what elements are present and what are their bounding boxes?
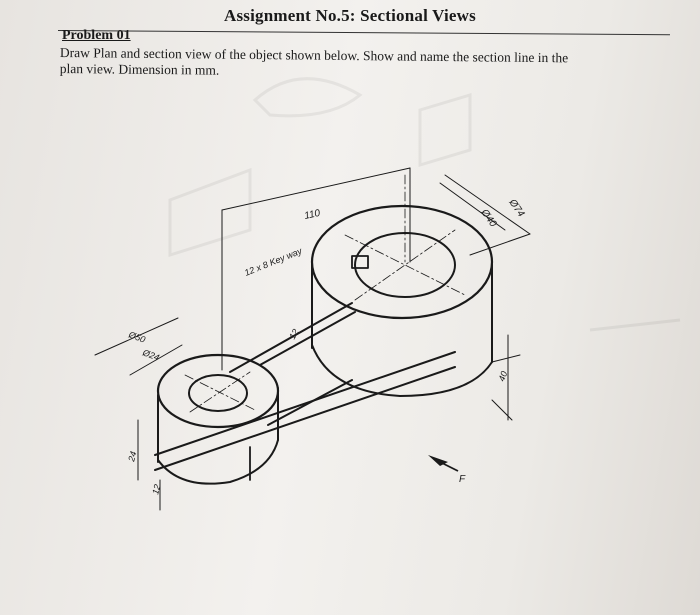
dim-keyway: 12 x 8 Key way (243, 246, 304, 278)
dim-outer-small: Ø50 (126, 329, 146, 345)
problem-label: Problem 01 (62, 28, 131, 43)
dim-inner-small: Ø24 (140, 347, 160, 363)
small-boss-top (156, 353, 280, 429)
dim-height-large: 40 (496, 370, 509, 383)
center-lines (184, 174, 466, 413)
small-boss-bore (188, 374, 248, 412)
assignment-title: Assignment No.5: Sectional Views (224, 6, 476, 25)
base-plate-front-edge (154, 366, 456, 471)
large-boss-top (310, 204, 494, 320)
view-label: F (459, 474, 466, 485)
dimension-lines (94, 167, 531, 511)
base-plate-top-edge (154, 351, 456, 456)
dim-outer-large: Ø74 (506, 197, 527, 220)
dim-rib: 12 (287, 327, 301, 341)
view-direction-arrow (439, 461, 459, 472)
dim-height-small: 24 (126, 450, 139, 463)
small-boss-bottom (157, 439, 279, 485)
show-through-marks (168, 77, 681, 332)
dim-length: 110 (303, 208, 321, 222)
keyway-slot (351, 255, 369, 269)
rib-side (267, 379, 353, 426)
large-boss-bottom (311, 344, 493, 397)
dim-base: 12 (150, 483, 162, 495)
